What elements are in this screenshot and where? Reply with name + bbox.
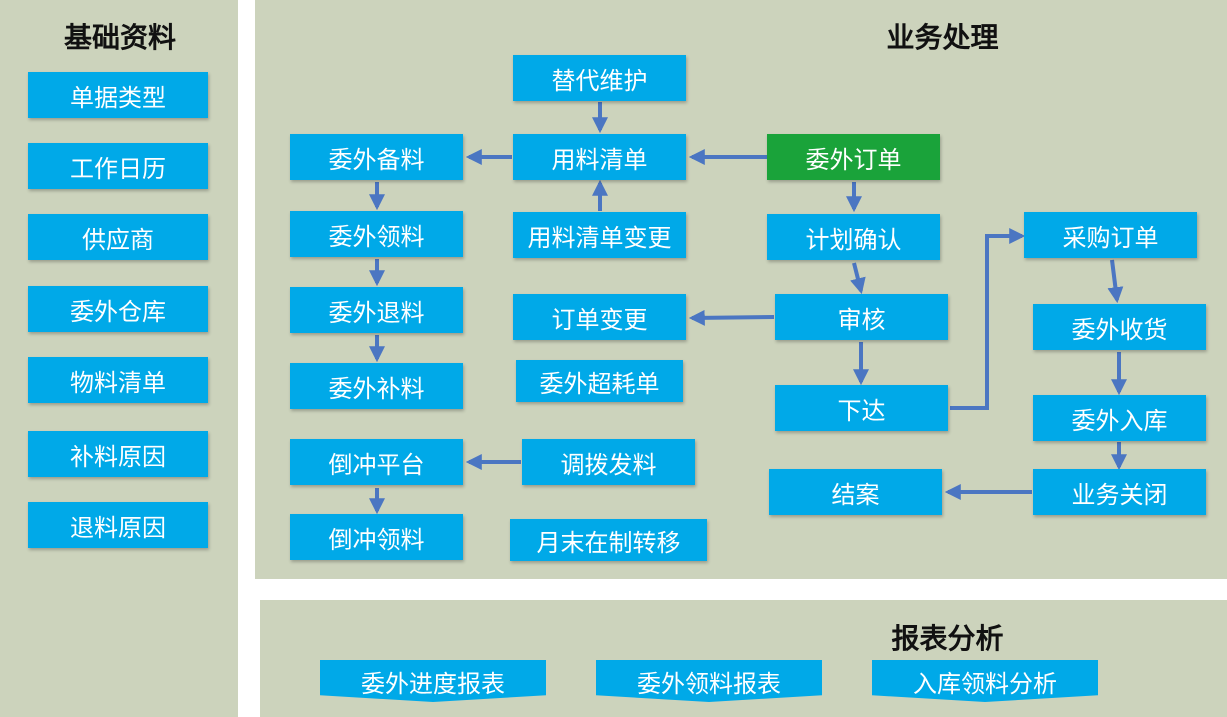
plan-confirm-box[interactable]: 计划确认: [767, 214, 940, 260]
basic-data-title: 基础资料: [63, 21, 176, 54]
month-end-wip-box[interactable]: 月末在制转移: [510, 519, 707, 561]
outsource-return-box[interactable]: 委外退料: [290, 287, 463, 333]
bom-change-box[interactable]: 用料清单变更: [513, 212, 686, 258]
report-progress[interactable]: 委外进度报表: [320, 660, 546, 702]
basic-item-document-type[interactable]: 单据类型: [28, 72, 208, 118]
outsource-receipt-box[interactable]: 委外收货: [1033, 304, 1206, 350]
substitute-maint-box[interactable]: 替代维护: [513, 55, 686, 101]
basic-item-supplier[interactable]: 供应商: [28, 214, 208, 260]
business-title: 业务处理: [886, 21, 999, 54]
basic-item-bom[interactable]: 物料清单: [28, 357, 208, 403]
close-case-box[interactable]: 结案: [769, 469, 942, 515]
release-box[interactable]: 下达: [775, 385, 948, 431]
order-change-box[interactable]: 订单变更: [513, 294, 686, 340]
basic-item-return-reason[interactable]: 退料原因: [28, 502, 208, 548]
reports-title: 报表分析: [891, 622, 1004, 655]
business-close-box[interactable]: 业务关闭: [1033, 469, 1206, 515]
bom-box[interactable]: 用料清单: [513, 134, 686, 180]
outsource-stockin-box[interactable]: 委外入库: [1033, 395, 1206, 441]
outsource-prep-box[interactable]: 委外备料: [290, 134, 463, 180]
outsource-supplement-box[interactable]: 委外补料: [290, 363, 463, 409]
transfer-issue-box[interactable]: 调拨发料: [522, 439, 695, 485]
audit-box[interactable]: 审核: [775, 294, 948, 340]
basic-item-supplement-reason[interactable]: 补料原因: [28, 431, 208, 477]
backflush-platform-box[interactable]: 倒冲平台: [290, 439, 463, 485]
backflush-pick-box[interactable]: 倒冲领料: [290, 514, 463, 560]
outsource-pick-box[interactable]: 委外领料: [290, 211, 463, 257]
over-consumption-box[interactable]: 委外超耗单: [516, 360, 683, 402]
outsource-order-box[interactable]: 委外订单: [767, 134, 940, 180]
basic-item-work-calendar[interactable]: 工作日历: [28, 143, 208, 189]
report-outsource-pick[interactable]: 委外领料报表: [596, 660, 822, 702]
purchase-order-box[interactable]: 采购订单: [1024, 212, 1197, 258]
basic-item-outsource-warehouse[interactable]: 委外仓库: [28, 286, 208, 332]
report-stockin-pick-analysis[interactable]: 入库领料分析: [872, 660, 1098, 702]
